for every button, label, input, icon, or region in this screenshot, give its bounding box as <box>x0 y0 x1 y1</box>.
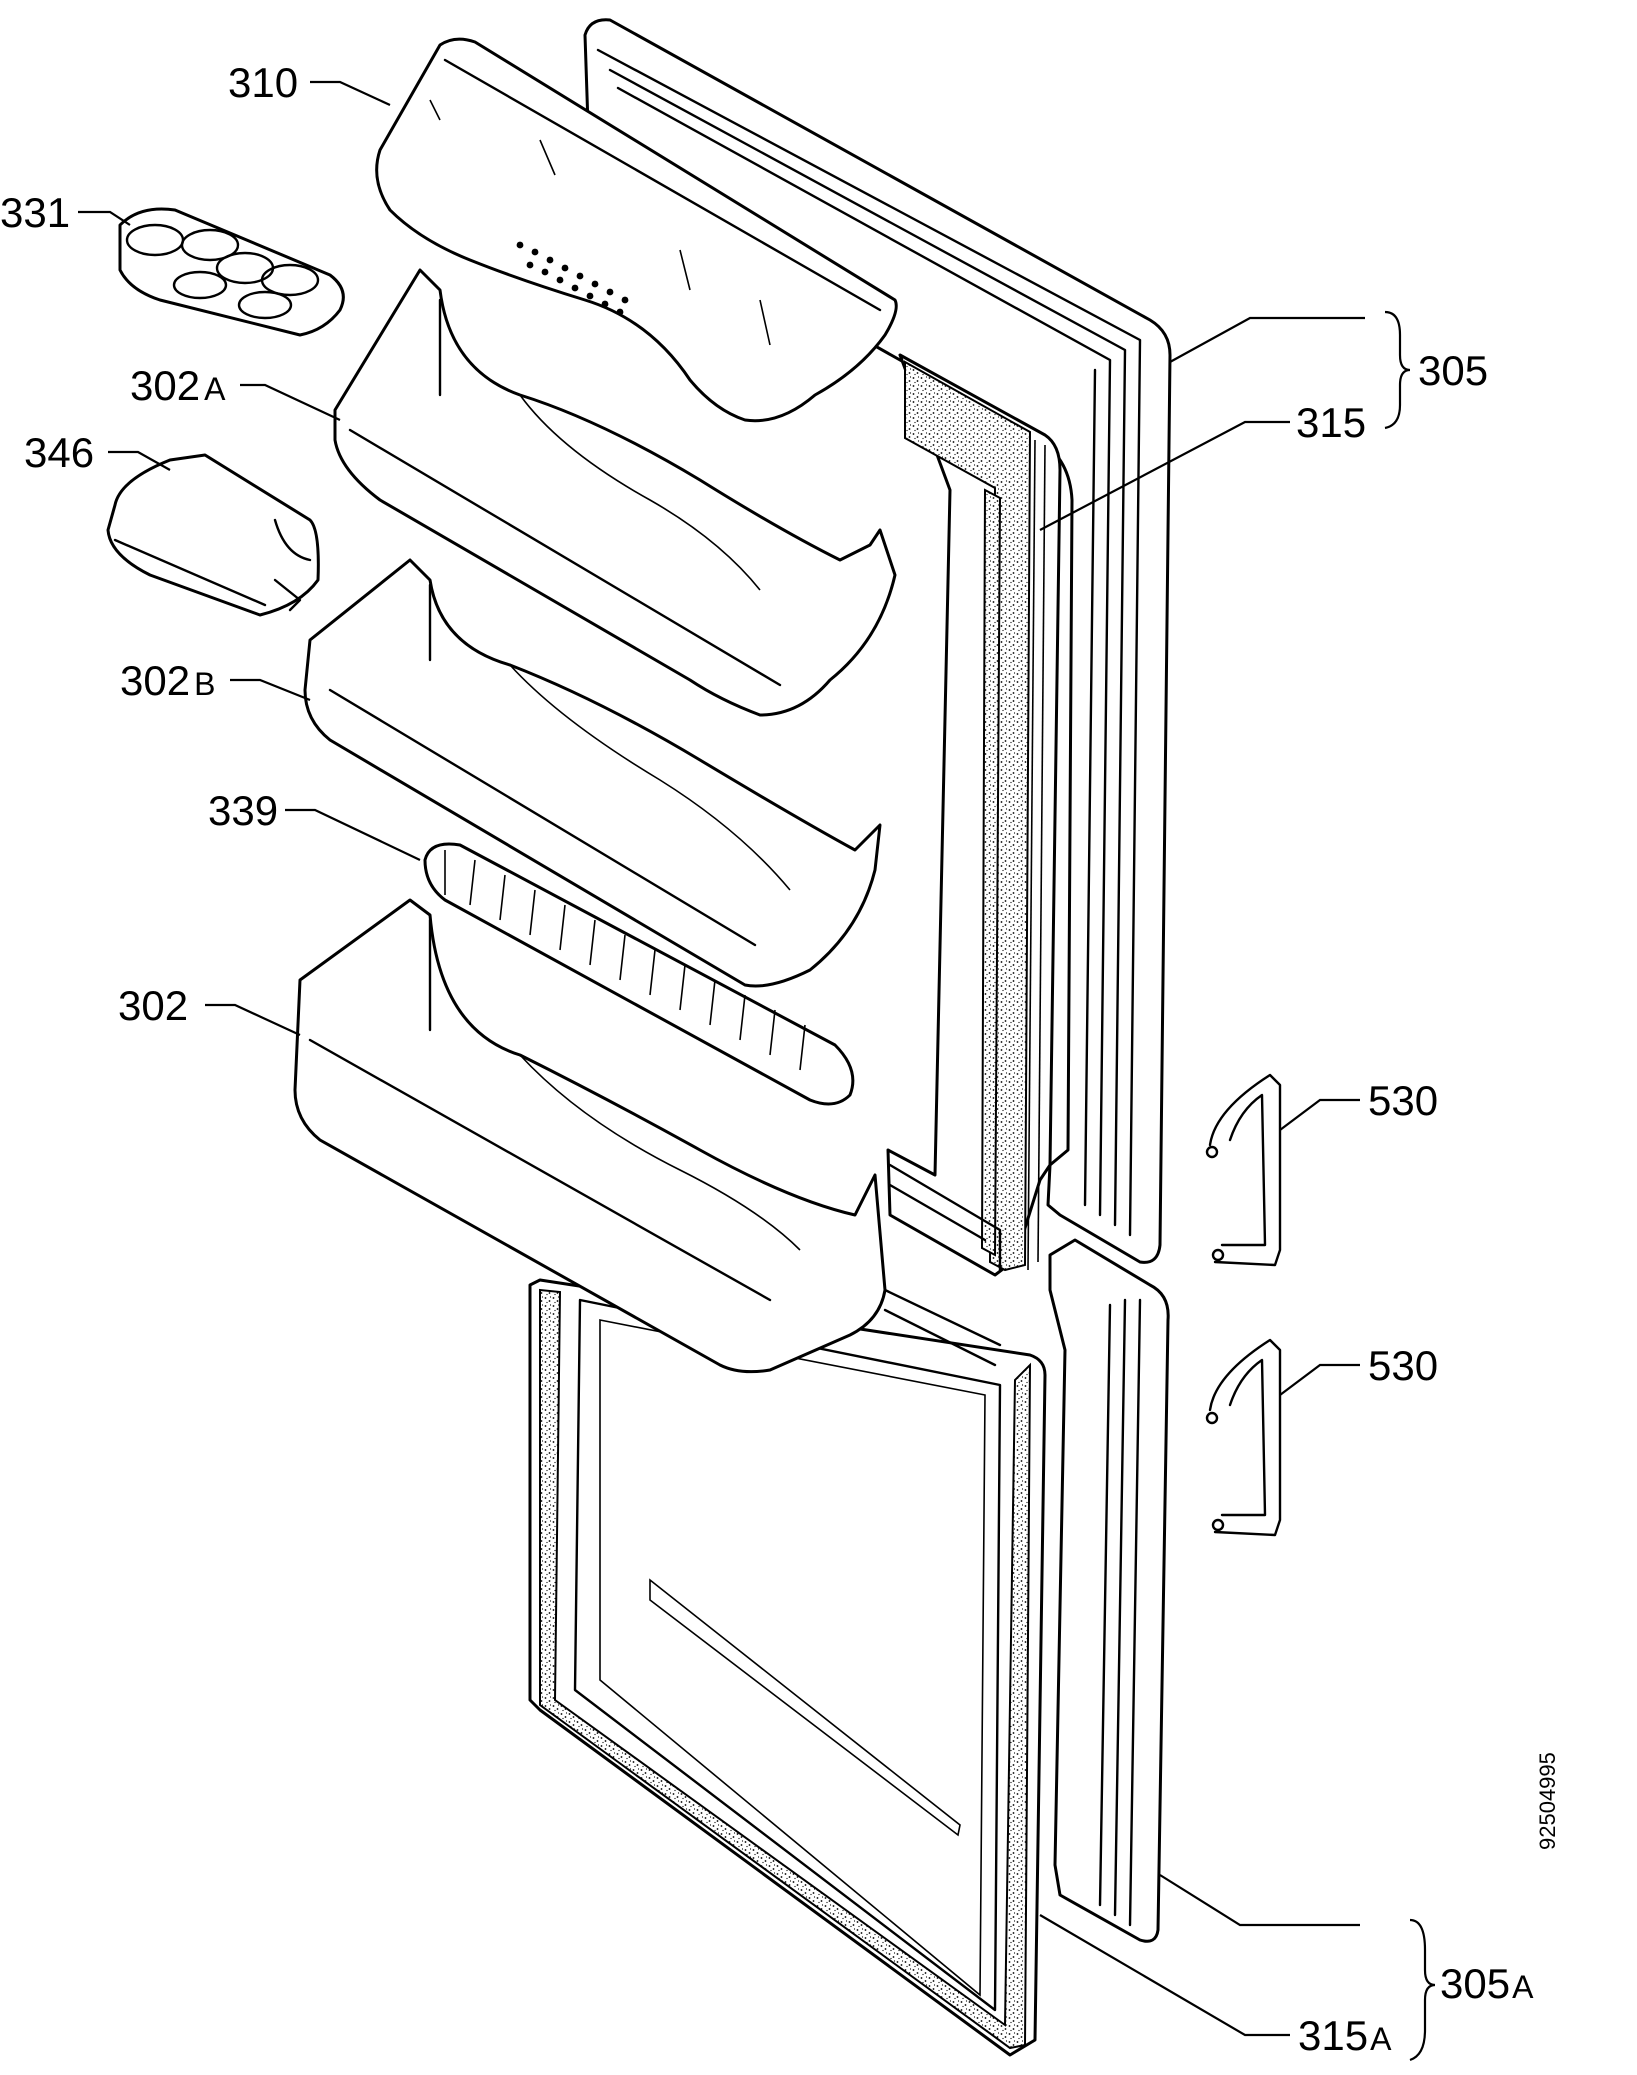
bottle-retainer-339 <box>423 842 855 1106</box>
label-315: 315 <box>1296 399 1366 446</box>
handle-530-top <box>1205 1073 1282 1267</box>
shelf-302 <box>293 898 887 1374</box>
label-305: 305 <box>1418 347 1488 394</box>
leader-lines <box>78 80 1436 2062</box>
label-530-bottom: 530 <box>1368 1342 1438 1389</box>
lower-door-panel <box>1048 1238 1170 1943</box>
label-310: 310 <box>228 59 298 106</box>
lower-door-gasket <box>528 1278 1047 2057</box>
butter-dish-346 <box>106 453 320 617</box>
label-339: 339 <box>208 787 278 834</box>
label-305a: 305A <box>1440 1960 1534 2007</box>
handle-530-bottom <box>1205 1338 1282 1537</box>
shelf-cover-310 <box>375 37 898 423</box>
document-number: 92504995 <box>1535 1752 1560 1850</box>
label-331: 331 <box>0 189 70 236</box>
shelf-302a <box>333 268 897 717</box>
vent-holes <box>516 241 629 316</box>
egg-tray-331 <box>118 207 345 337</box>
label-346: 346 <box>24 429 94 476</box>
upper-door-panel <box>583 18 1172 1264</box>
label-302: 302 <box>118 982 188 1029</box>
label-530-top: 530 <box>1368 1077 1438 1124</box>
label-315a: 315A <box>1298 2012 1392 2059</box>
shelf-302b <box>303 558 882 988</box>
upper-door-gasket <box>886 353 1062 1277</box>
